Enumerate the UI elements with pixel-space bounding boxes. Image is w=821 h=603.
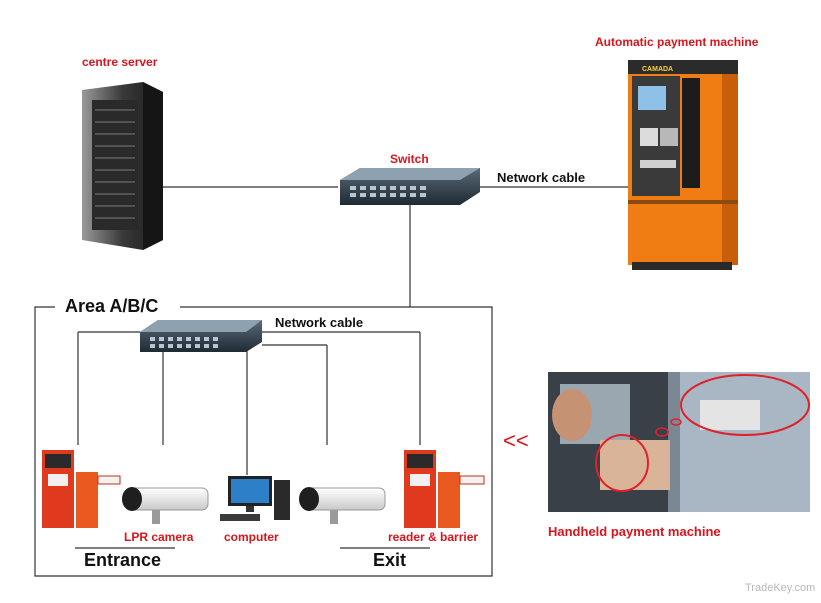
area-title: Area A/B/C <box>62 296 162 317</box>
entrance-reader-barrier-icon <box>42 450 121 528</box>
handheld-payment-photo <box>548 372 810 512</box>
lpr-camera-label: LPR camera <box>124 530 194 544</box>
computer-icon <box>220 476 290 521</box>
handheld-payment-label: Handheld payment machine <box>548 524 721 539</box>
area-frame <box>34 306 493 577</box>
connection-lines <box>77 186 628 475</box>
computer-label: computer <box>224 530 279 544</box>
network-cable-inner-label: Network cable <box>275 315 364 330</box>
lpr-camera-right-icon <box>299 487 386 524</box>
switch-label: Switch <box>390 152 429 166</box>
payment-kiosk-icon <box>628 60 738 270</box>
lpr-camera-left-icon <box>122 487 209 524</box>
exit-reader-barrier-icon <box>404 450 485 528</box>
highlight-ellipse-small <box>595 434 649 492</box>
centre-server-label: centre server <box>82 55 158 69</box>
highlight-ellipse-large <box>680 374 810 436</box>
watermark: TradeKey.com <box>745 582 816 594</box>
entrance-label: Entrance <box>84 550 162 570</box>
server-icon <box>82 82 163 250</box>
automatic-payment-label: Automatic payment machine <box>595 35 759 49</box>
exit-label: Exit <box>373 550 407 570</box>
network-cable-top-label: Network cable <box>497 170 586 185</box>
area-switch-icon <box>140 320 262 352</box>
chevron-left-icon: << <box>503 428 529 453</box>
kiosk-brand-text: CAMADA <box>642 66 673 73</box>
switch-icon <box>340 168 480 205</box>
reader-barrier-label: reader & barrier <box>388 530 479 544</box>
